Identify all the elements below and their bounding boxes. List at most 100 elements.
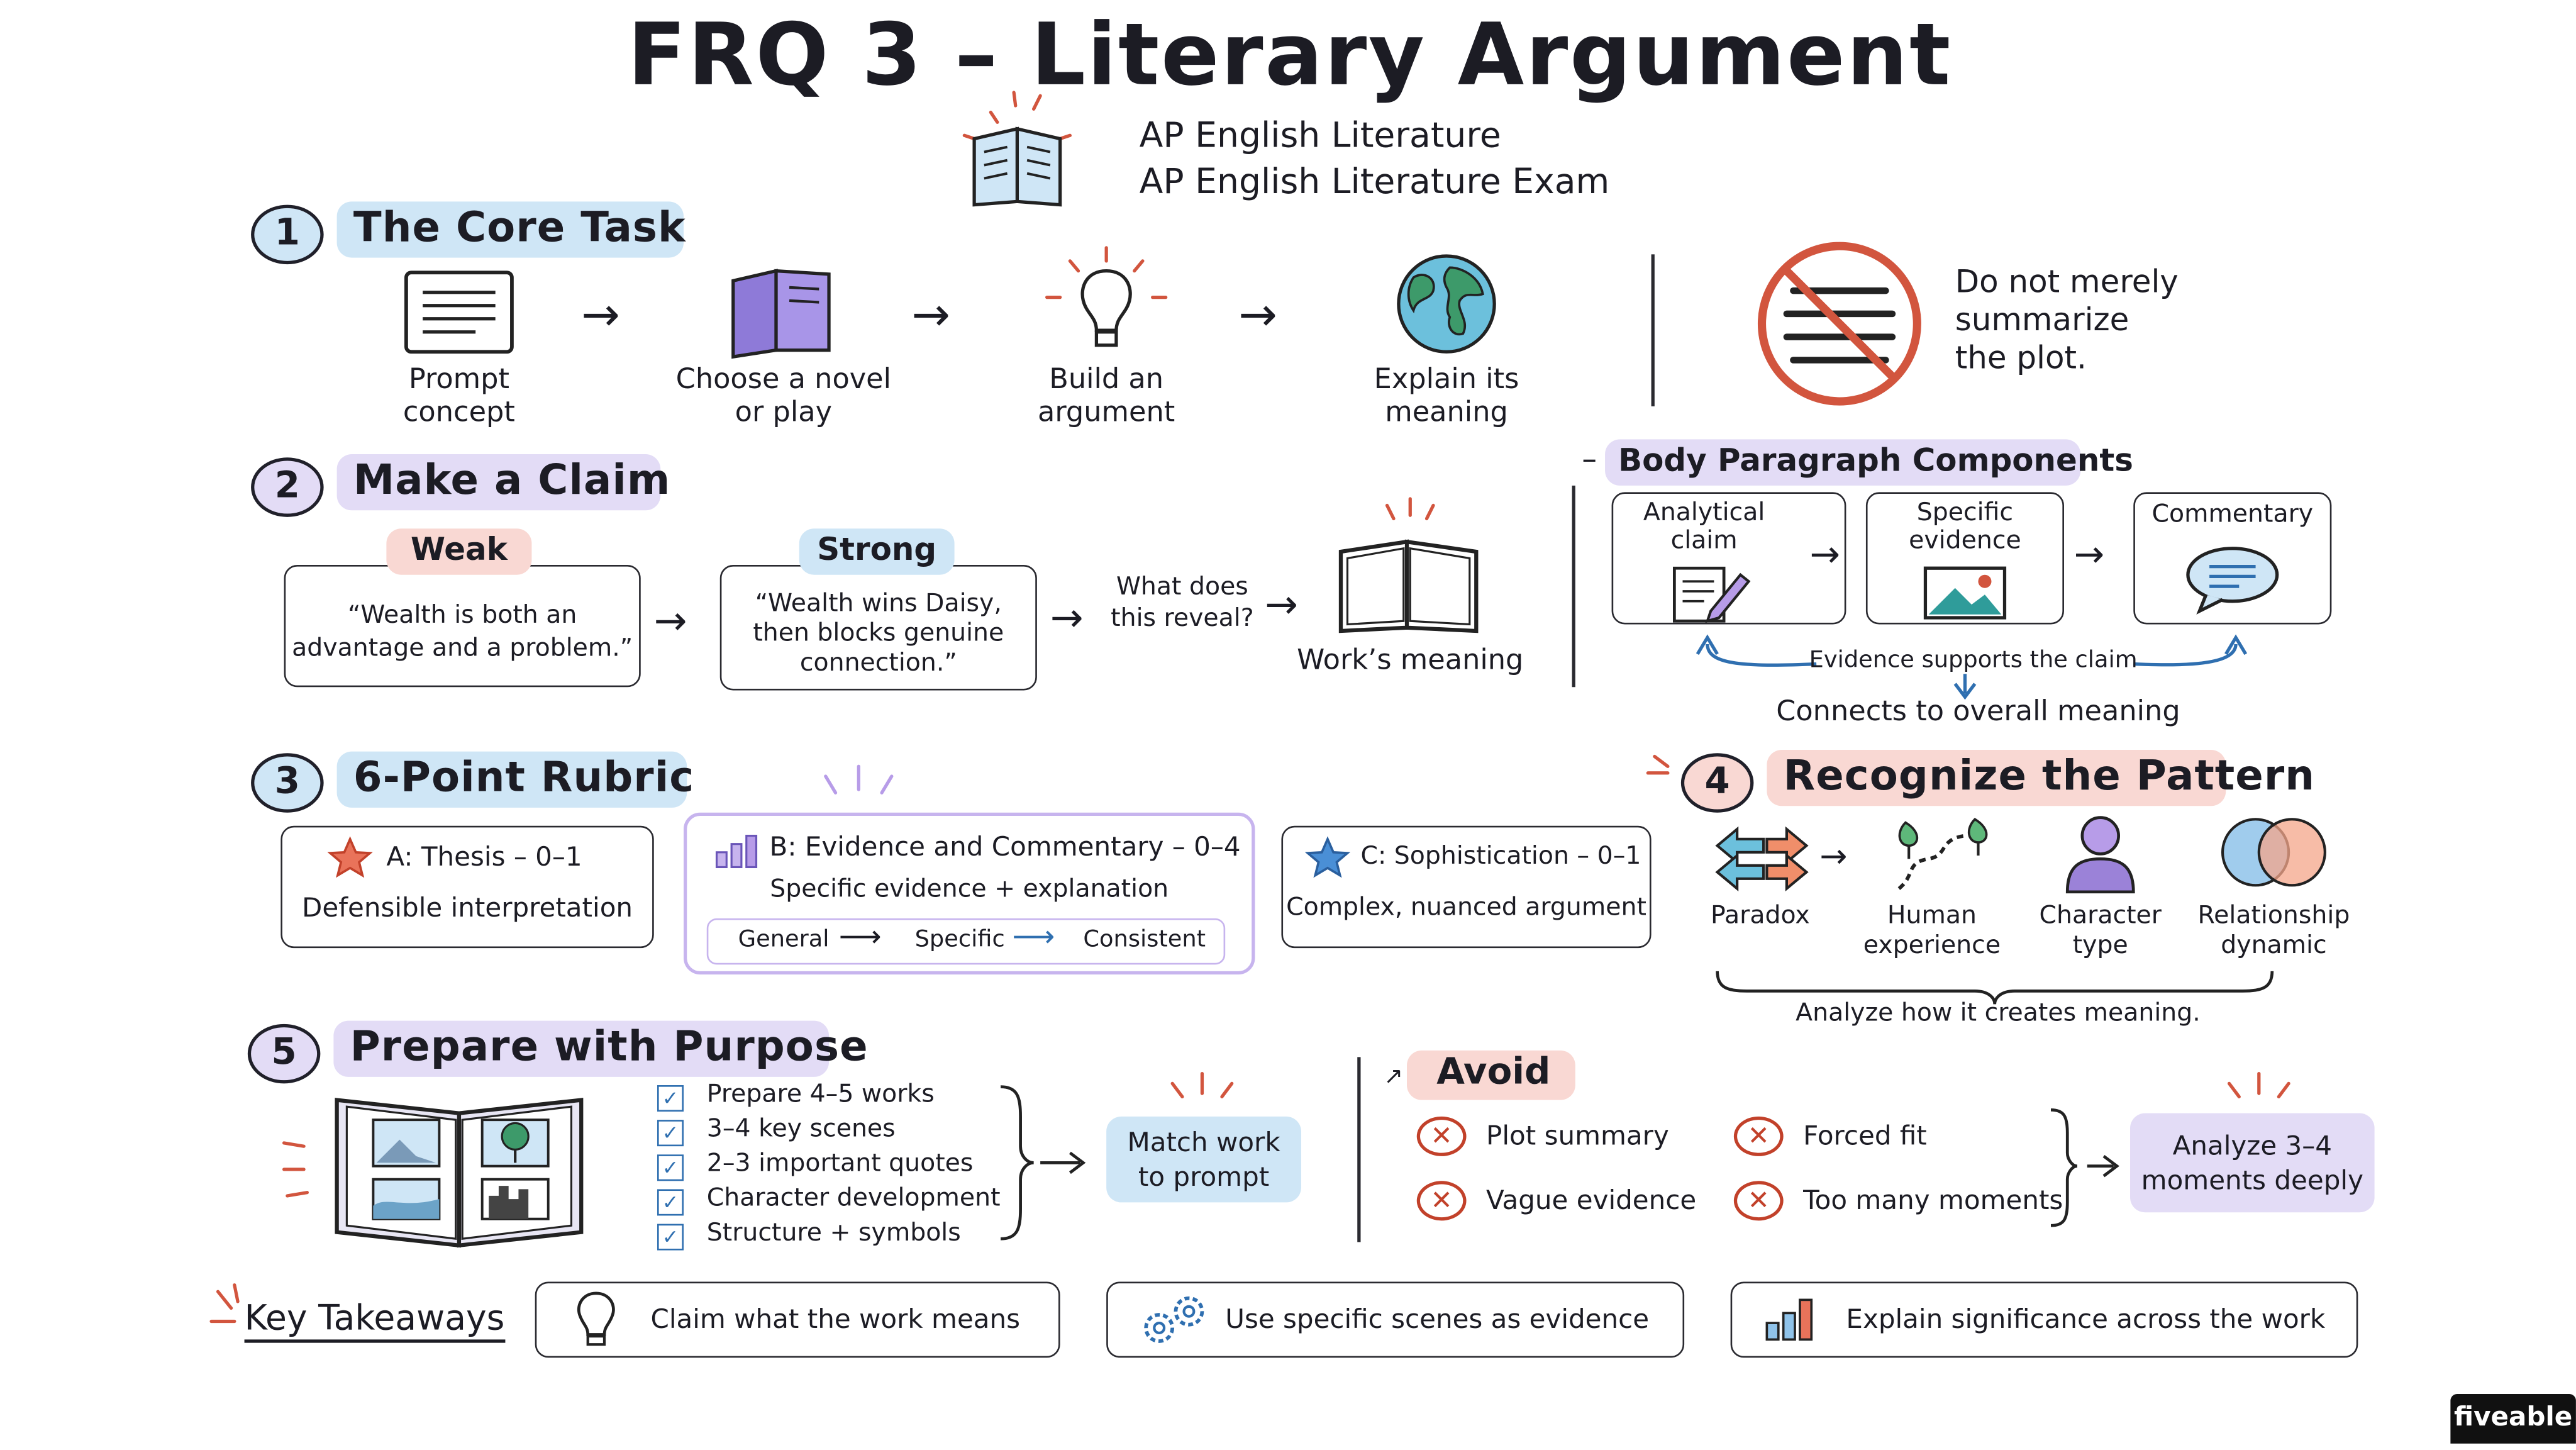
section-3-number: 3 xyxy=(251,753,324,813)
section-5-highlight xyxy=(333,1020,830,1077)
section-1-number: 1 xyxy=(251,204,324,265)
strong-tag xyxy=(799,528,955,575)
checkbox-checked-icon: ✓ xyxy=(657,1224,684,1251)
arrow-icon: → xyxy=(1238,287,1277,342)
bar-chart-icon xyxy=(1765,1298,1813,1341)
subtitle-course: AP English Literature xyxy=(1139,115,1501,155)
gears-icon xyxy=(1144,1296,1204,1343)
weak-tag xyxy=(386,528,532,575)
no-summary-icon xyxy=(1757,242,1921,406)
globe-icon xyxy=(1397,254,1496,354)
open-book-icon xyxy=(1338,497,1479,633)
x-circle-icon: ✕ xyxy=(1733,1181,1784,1221)
subtitle-exam: AP English Literature Exam xyxy=(1139,162,1610,202)
checklist-item: ✓3–4 key scenes xyxy=(657,1112,1001,1147)
rubric-b-scale xyxy=(706,918,1226,965)
support-arrows xyxy=(1696,634,2248,700)
dash-mark: – xyxy=(1582,442,1597,477)
fiveable-logo[interactable]: fiveable xyxy=(2450,1394,2576,1444)
prompt-document-icon xyxy=(404,270,514,354)
picture-icon xyxy=(1923,566,2007,620)
section-1-heading: The Core Task xyxy=(353,203,686,252)
checklist-item: ✓Structure + symbols xyxy=(657,1215,1001,1251)
section-5-heading: Prepare with Purpose xyxy=(350,1022,869,1071)
commentary-label: Commentary xyxy=(2151,498,2314,529)
arrow-mark: ↗ xyxy=(1384,1063,1404,1090)
star-icon xyxy=(1304,836,1351,878)
lightbulb-icon xyxy=(577,1291,615,1346)
divider xyxy=(1651,254,1655,406)
closed-book-icon xyxy=(731,269,831,359)
scale-general: General xyxy=(738,926,830,953)
divider xyxy=(1572,485,1575,688)
brace xyxy=(1716,971,2274,1005)
section-2-highlight xyxy=(336,454,661,511)
works-meaning-label: Work’s meaning xyxy=(1297,644,1524,678)
section-1-highlight xyxy=(336,201,684,258)
x-circle-icon: ✕ xyxy=(1416,1181,1467,1221)
rubric-b-desc: Specific evidence + explanation xyxy=(770,873,1169,904)
takeaway-card xyxy=(1730,1281,2358,1358)
emphasis-marks xyxy=(2227,1072,2290,1099)
emphasis-marks xyxy=(1646,754,1670,775)
open-book-icon xyxy=(962,91,1072,207)
section-4-highlight xyxy=(1767,750,2226,806)
arrow-icon: → xyxy=(581,287,620,342)
divider xyxy=(1357,1057,1361,1242)
checkbox-checked-icon: ✓ xyxy=(657,1120,684,1147)
arrow-icon: → xyxy=(1265,581,1299,628)
brace-arrow xyxy=(2050,1108,2119,1227)
arrow-icon: → xyxy=(1819,835,1848,876)
avoid-highlight xyxy=(1407,1050,1575,1100)
rubric-a-desc: Defensible interpretation xyxy=(302,891,633,923)
page-title: FRQ 3 – Literary Argument xyxy=(627,6,1952,106)
avoid-too-many-moments: Too many moments xyxy=(1803,1184,2063,1216)
match-prompt-box xyxy=(1106,1116,1301,1203)
scale-specific: Specific xyxy=(914,926,1005,953)
section-2-heading: Make a Claim xyxy=(353,455,671,504)
emphasis-marks xyxy=(209,1283,240,1324)
arrow-icon: → xyxy=(1809,535,1841,577)
avoid-forced-fit: Forced fit xyxy=(1803,1120,1927,1152)
venn-circles-icon xyxy=(2221,818,2326,887)
section-5-number: 5 xyxy=(247,1023,321,1084)
rubric-a-card xyxy=(280,825,654,949)
rubric-c-card xyxy=(1281,825,1652,949)
pencil-note-icon xyxy=(1672,566,1751,623)
arrow-icon: ⟶ xyxy=(1012,920,1055,955)
body-paragraph-heading: Body Paragraph Components xyxy=(1618,442,2133,479)
speech-bubble-icon xyxy=(2186,547,2279,615)
takeaway-significance: Explain significance across the work xyxy=(1846,1303,2326,1335)
rubric-a-title: A: Thesis – 0–1 xyxy=(386,840,582,873)
takeaway-card xyxy=(535,1281,1060,1358)
section-3-highlight xyxy=(336,751,687,808)
connects-meaning-label: Connects to overall meaning xyxy=(1776,695,2180,728)
avoid-vague-evidence: Vague evidence xyxy=(1486,1184,1697,1216)
brace-arrow xyxy=(1001,1085,1086,1241)
scale-consistent: Consistent xyxy=(1083,926,1206,953)
section-2-number: 2 xyxy=(251,457,324,517)
path-journey-icon xyxy=(1897,817,1988,890)
arrow-icon: → xyxy=(911,287,950,342)
weak-tag-label: Weak xyxy=(410,532,508,569)
person-icon xyxy=(2065,816,2135,894)
checkbox-checked-icon: ✓ xyxy=(657,1189,684,1216)
arrow-icon: ⟶ xyxy=(838,920,882,955)
avoid-plot-summary: Plot summary xyxy=(1486,1120,1669,1152)
checklist-item: ✓Prepare 4–5 works xyxy=(657,1077,1001,1112)
bar-chart-icon xyxy=(715,834,758,869)
checkbox-checked-icon: ✓ xyxy=(657,1154,684,1181)
rubric-c-desc: Complex, nuanced argument xyxy=(1286,891,1646,922)
section-3-heading: 6-Point Rubric xyxy=(353,753,695,801)
strong-tag-label: Strong xyxy=(817,532,937,569)
